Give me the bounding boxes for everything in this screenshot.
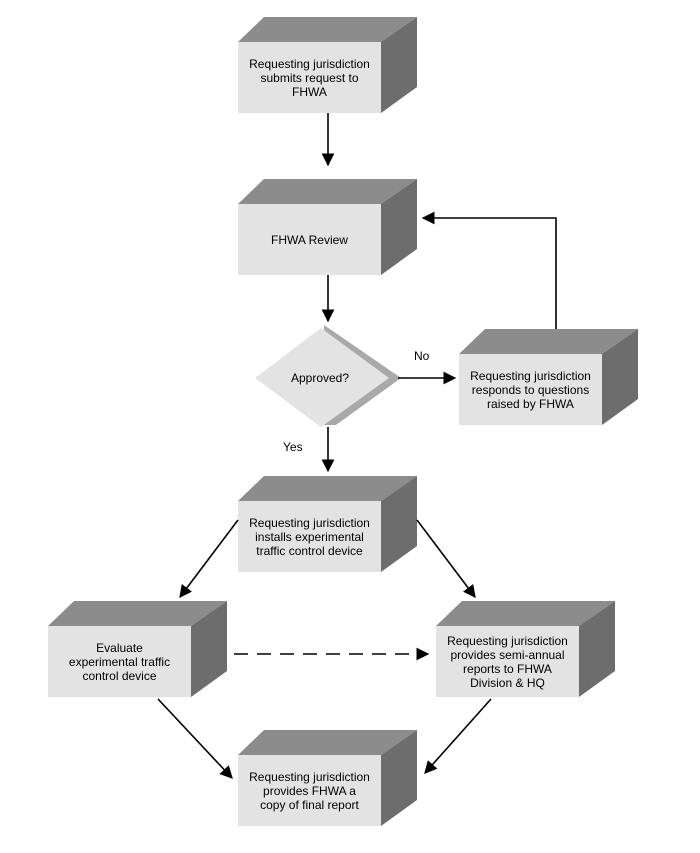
- box-front-face: [238, 42, 381, 113]
- box-front-face: [238, 755, 381, 826]
- box-front-face: [238, 204, 381, 275]
- approved-label: Approved?: [290, 371, 350, 385]
- box-side-face: [381, 17, 417, 113]
- fhwa-review-box: [238, 179, 417, 275]
- respond-questions-label: Requesting jurisdiction responds to ques…: [470, 368, 591, 411]
- semi-annual-reports-label: Requesting jurisdiction provides semi-an…: [447, 633, 568, 690]
- arrow-evaluate-to-final: [157, 698, 233, 779]
- box-front-face: [436, 626, 579, 697]
- final-report-box: [238, 730, 417, 826]
- box-top-face: [436, 601, 615, 626]
- install-device-label: Requesting jurisdiction installs experim…: [249, 515, 370, 558]
- box-top-face: [238, 17, 417, 42]
- box-top-face: [238, 179, 417, 204]
- box-front-face: [238, 501, 381, 572]
- approved-decision-diamond: [255, 325, 401, 427]
- diamond-front-face: [255, 328, 389, 427]
- box-side-face: [381, 179, 417, 275]
- arrow-install-to-evaluate: [179, 519, 239, 599]
- box-side-face: [191, 601, 227, 697]
- box-side-face: [579, 601, 615, 697]
- install-device-box: [238, 476, 417, 572]
- final-report-label: Requesting jurisdiction provides FHWA a …: [249, 769, 370, 812]
- arrow-reports-to-final: [424, 698, 492, 774]
- no-edge-label: No: [414, 349, 430, 363]
- box-side-face: [381, 730, 417, 826]
- submit-request-label: Requesting jurisdiction submits request …: [249, 56, 370, 99]
- box-top-face: [48, 601, 227, 626]
- submit-request-box: [238, 17, 417, 113]
- box-front-face: [48, 626, 191, 697]
- yes-edge-label: Yes: [283, 440, 303, 454]
- semi-annual-reports-box: [436, 601, 615, 697]
- arrow-respond-to-review: [421, 211, 557, 329]
- box-side-face: [602, 329, 638, 425]
- box-front-face: [459, 354, 602, 425]
- box-top-face: [238, 730, 417, 755]
- respond-questions-box: [459, 329, 638, 425]
- arrow-install-to-reports: [416, 519, 476, 599]
- evaluate-device-label: Evaluate experimental traffic control de…: [68, 640, 171, 683]
- box-top-face: [459, 329, 638, 354]
- box-top-face: [238, 476, 417, 501]
- fhwa-review-label: FHWA Review: [271, 232, 348, 247]
- box-side-face: [381, 476, 417, 572]
- evaluate-device-box: [48, 601, 227, 697]
